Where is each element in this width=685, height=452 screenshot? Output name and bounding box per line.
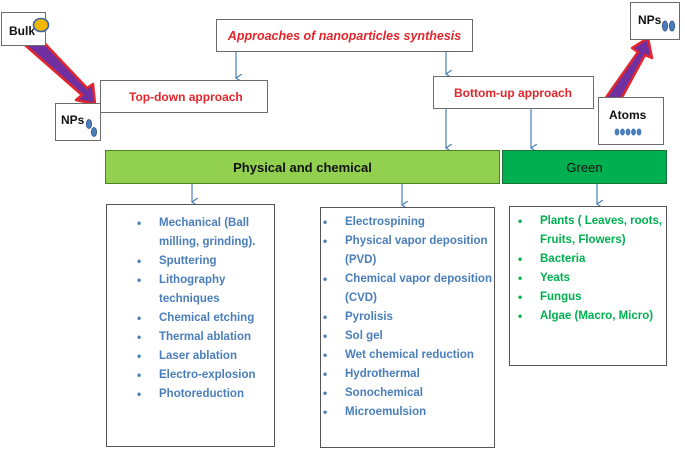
chemical-methods-box: Electrospining Physical vapor deposition… [320, 207, 495, 448]
list-item: Laser ablation [137, 347, 274, 366]
physical-chemical-label: Physical and chemical [233, 159, 372, 175]
bulk-box: Bulk [1, 12, 50, 46]
list-item: Microemulsion [323, 403, 493, 422]
nps-left-box: NPs [55, 103, 101, 141]
list-item: Mechanical (Ball milling, grinding). [137, 214, 274, 252]
nanoparticles-icon [86, 119, 97, 137]
list-item: Electrospining [323, 213, 493, 232]
atoms-label: Atoms [609, 108, 647, 122]
nps-left-label: NPs [61, 113, 85, 127]
list-item: Sputtering [137, 252, 274, 271]
physical-methods-list: Mechanical (Ball milling, grinding). Spu… [137, 214, 274, 404]
top-down-label: Top-down approach [129, 89, 243, 104]
list-item: Chemical vapor deposition (CVD) [323, 270, 493, 308]
title-box: Approaches of nanoparticles synthesis [216, 19, 473, 52]
list-item: Sonochemical [323, 384, 493, 403]
list-item: Electro-explosion [137, 366, 274, 385]
list-item: Algae (Macro, Micro) [518, 307, 666, 326]
bottom-up-box: Bottom-up approach [433, 76, 594, 109]
atoms-icon [614, 128, 642, 136]
list-item: Wet chemical reduction [323, 346, 493, 365]
nps-right-box: NPs [630, 2, 680, 40]
list-item: Lithography techniques [137, 271, 274, 309]
nps-right-label: NPs [638, 13, 662, 27]
list-item: Physical vapor deposition (PVD) [323, 232, 493, 270]
green-header: Green [502, 150, 667, 184]
bulk-particle-icon [32, 17, 50, 33]
list-item: Chemical etching [137, 309, 274, 328]
physical-methods-box: Mechanical (Ball milling, grinding). Spu… [106, 204, 275, 447]
list-item: Thermal ablation [137, 328, 274, 347]
list-item: Hydrothermal [323, 365, 493, 384]
list-item: Photoreduction [137, 385, 274, 404]
list-item: Fungus [518, 288, 666, 307]
atoms-box: Atoms [598, 97, 664, 145]
green-methods-list: Plants ( Leaves, roots, Fruits, Flowers)… [518, 212, 666, 326]
top-down-box: Top-down approach [100, 80, 268, 113]
diagram-title: Approaches of nanoparticles synthesis [227, 28, 462, 43]
chemical-methods-list: Electrospining Physical vapor deposition… [323, 213, 493, 422]
bottom-up-label: Bottom-up approach [454, 85, 572, 100]
green-label: Green [566, 159, 603, 175]
nanoparticles-icon [662, 20, 675, 32]
list-item: Bacteria [518, 250, 666, 269]
list-item: Plants ( Leaves, roots, Fruits, Flowers) [518, 212, 666, 250]
list-item: Sol gel [323, 327, 493, 346]
list-item: Pyrolisis [323, 308, 493, 327]
green-methods-box: Plants ( Leaves, roots, Fruits, Flowers)… [509, 206, 667, 366]
list-item: Yeats [518, 269, 666, 288]
bulk-label: Bulk [9, 24, 36, 38]
physical-chemical-header: Physical and chemical [105, 150, 500, 184]
